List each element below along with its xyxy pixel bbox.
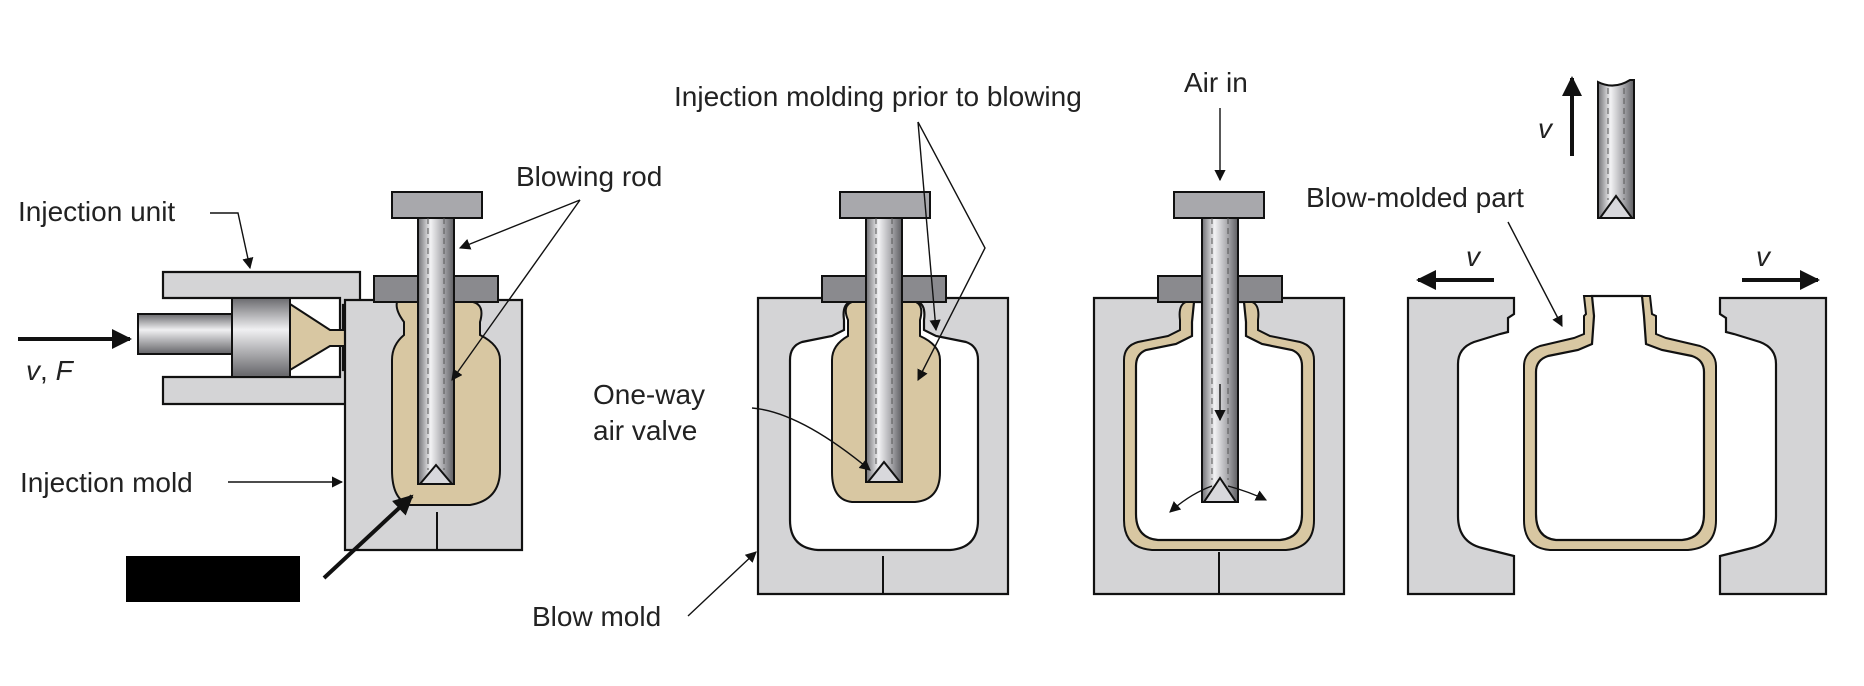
injection-plunger — [137, 313, 239, 355]
blow-molded-part-label: Blow-molded part — [1306, 182, 1524, 213]
blowing-rod-head — [391, 191, 483, 219]
air-flow-arrow-left — [1169, 485, 1213, 513]
redacted-label-arrow — [322, 494, 414, 580]
blowing-rod-2 — [865, 217, 903, 483]
blowing-rod-leader-1 — [458, 199, 581, 250]
blow-mold-label: Blow mold — [532, 601, 661, 632]
rod-velocity-label: v — [1538, 113, 1554, 144]
injection-mold-label: Injection mold — [20, 467, 193, 498]
force-label-f: F — [56, 355, 75, 386]
blowing-rod-head-3 — [1173, 191, 1265, 219]
valve-tip-2 — [865, 460, 903, 483]
stage-ejection — [1406, 76, 1828, 596]
injection-prior-label: Injection molding prior to blowing — [674, 81, 1082, 112]
blowing-rod-3 — [1201, 217, 1239, 503]
injection-unit-leader — [210, 212, 254, 270]
blow-molded-part-leader — [1507, 221, 1563, 327]
left-mold-velocity-label: v — [1466, 241, 1482, 272]
stage-blowing — [1092, 108, 1346, 596]
right-mold-velocity-label: v — [1756, 241, 1772, 272]
air-in-label: Air in — [1184, 67, 1248, 98]
force-label-v: v — [26, 355, 42, 386]
one-way-valve-tip — [417, 463, 455, 485]
blowing-rod — [417, 217, 455, 485]
blow-molded-part-inner — [1534, 294, 1706, 542]
force-label-sep: , — [40, 355, 56, 386]
valve-tip-3 — [1202, 476, 1238, 503]
air-flow-arrow-right — [1227, 485, 1268, 501]
injection-screw-head — [231, 297, 291, 378]
redacted-label-box — [126, 556, 300, 602]
stage-injection — [18, 191, 581, 602]
blowing-rod-head-2 — [839, 191, 931, 219]
injection-unit-label: Injection unit — [18, 196, 175, 227]
injection-prior-leader-2 — [917, 121, 986, 381]
one-way-valve-label-line1: One-way — [593, 379, 705, 410]
force-label: v, F — [26, 355, 75, 386]
blow-mold-left-half — [1406, 296, 1516, 596]
valve-tip-4 — [1598, 194, 1634, 219]
blowing-rod-leader-2 — [451, 199, 581, 381]
blow-mold-right-half — [1718, 296, 1828, 596]
injection-prior-leader-1 — [917, 121, 941, 332]
one-way-valve-label-line2: air valve — [593, 415, 697, 446]
stage-preform-in-blow-mold — [687, 121, 1010, 617]
withdrawn-blowing-rod — [1597, 79, 1635, 219]
blow-mold-leader — [687, 551, 757, 617]
one-way-valve-leader — [751, 407, 871, 471]
blowing-rod-label: Blowing rod — [516, 161, 662, 192]
